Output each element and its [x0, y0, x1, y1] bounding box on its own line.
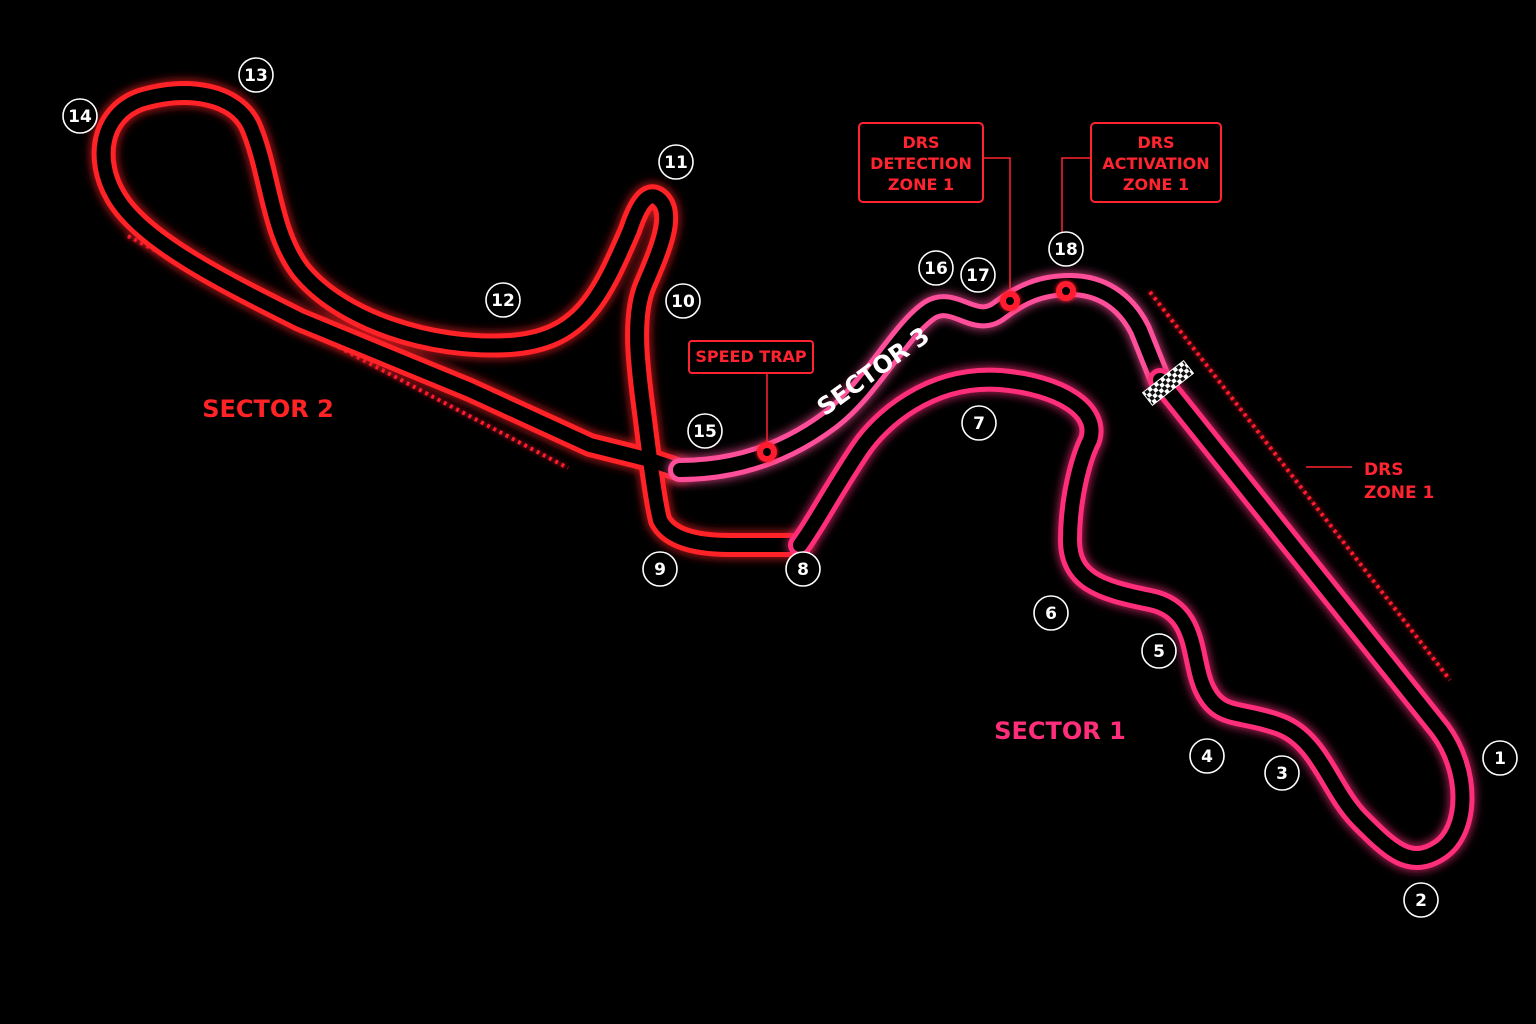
corner-marker: 15 — [687, 413, 723, 449]
drs-activation-callout: DRS ACTIVATION ZONE 1 — [1061, 122, 1222, 232]
corner-marker: 6 — [1033, 595, 1069, 631]
timing-point-icon — [757, 442, 777, 462]
corner-number: 3 — [1276, 764, 1288, 784]
corner-marker: 2 — [1403, 882, 1439, 918]
svg-text:SPEED TRAP: SPEED TRAP — [695, 347, 807, 366]
speed-trap-callout: SPEED TRAP — [688, 340, 814, 442]
corner-number: 2 — [1415, 891, 1427, 911]
svg-text:DRS: DRS — [902, 133, 939, 152]
track-sector-3 — [668, 273, 1172, 482]
corner-number: 6 — [1045, 604, 1057, 624]
corner-marker: 8 — [785, 551, 821, 587]
corner-marker: 12 — [485, 282, 521, 318]
corner-marker: 3 — [1264, 755, 1300, 791]
corner-marker: 14 — [62, 98, 98, 134]
corner-number: 8 — [797, 560, 809, 580]
checkered-flag-icon — [1141, 359, 1195, 407]
corner-number: 4 — [1201, 747, 1213, 767]
corner-marker: 17 — [960, 257, 996, 293]
svg-text:ZONE 1: ZONE 1 — [1364, 483, 1434, 503]
corner-number: 17 — [966, 266, 990, 286]
timing-point-icon — [1000, 291, 1020, 311]
sector-label-1: SECTOR 1 — [994, 717, 1126, 745]
corner-number: 12 — [491, 291, 515, 311]
sector-label-2: SECTOR 2 — [202, 395, 334, 423]
corner-number: 9 — [654, 560, 666, 580]
corner-number: 5 — [1153, 642, 1165, 662]
sector2-dotted-line — [127, 234, 569, 470]
corner-marker: 1 — [1482, 740, 1518, 776]
corner-marker: 11 — [658, 144, 694, 180]
corner-number: 11 — [664, 153, 688, 173]
corner-number: 15 — [693, 422, 717, 442]
corner-marker: 13 — [238, 57, 274, 93]
corner-number: 13 — [244, 66, 268, 86]
corner-number: 10 — [671, 292, 695, 312]
corner-marker: 10 — [665, 283, 701, 319]
drs-detection-callout: DRS DETECTION ZONE 1 — [858, 122, 1011, 290]
corner-marker: 16 — [918, 250, 954, 286]
timing-point-icon — [1056, 281, 1076, 301]
corner-marker: 5 — [1141, 633, 1177, 669]
corner-number: 1 — [1494, 749, 1506, 769]
drs-zone-line — [1148, 290, 1452, 682]
track-sector-2 — [91, 81, 812, 557]
corner-number: 7 — [973, 414, 985, 434]
corner-number: 18 — [1054, 240, 1078, 260]
corner-marker: 7 — [961, 405, 997, 441]
corner-marker: 9 — [642, 551, 678, 587]
svg-text:DRS: DRS — [1364, 460, 1403, 480]
corner-number: 16 — [924, 259, 948, 279]
svg-text:ZONE 1: ZONE 1 — [888, 175, 954, 194]
corner-marker: 4 — [1189, 738, 1225, 774]
drs-zone-callout: DRS ZONE 1 — [1306, 460, 1434, 503]
svg-text:DRS: DRS — [1137, 133, 1174, 152]
corner-number: 14 — [68, 107, 92, 127]
svg-text:ACTIVATION: ACTIVATION — [1102, 154, 1209, 173]
track-sector-1 — [788, 367, 1475, 870]
corner-marker: 18 — [1048, 231, 1084, 267]
svg-text:ZONE 1: ZONE 1 — [1123, 175, 1189, 194]
svg-text:DETECTION: DETECTION — [870, 154, 972, 173]
